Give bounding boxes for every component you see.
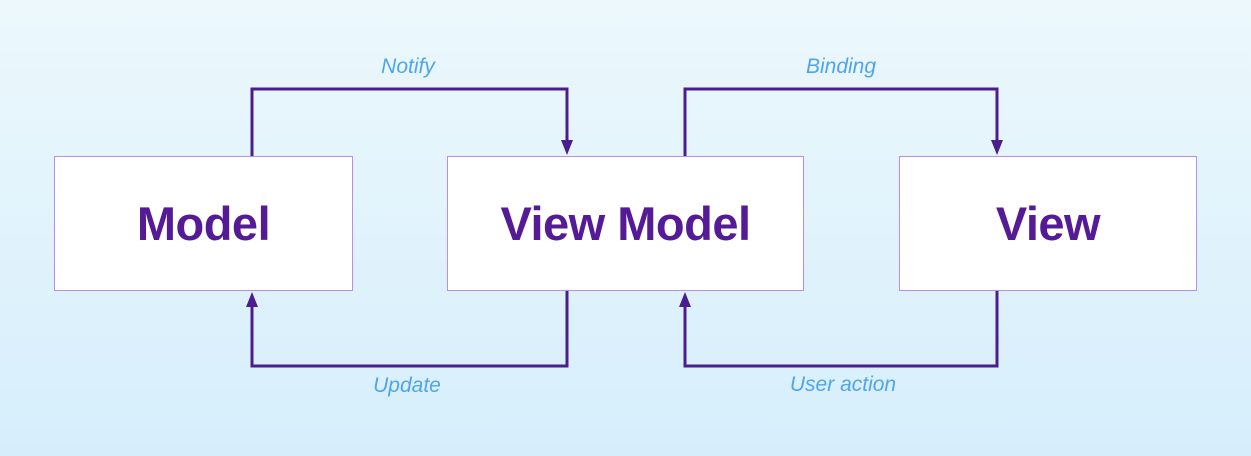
binding-arrowhead: [991, 140, 1003, 155]
view-label: View: [995, 197, 1101, 250]
notify-arrowhead: [561, 140, 573, 155]
user-action-label: User action: [789, 373, 897, 396]
binding-label: Binding: [805, 55, 877, 78]
model-box: Model: [54, 156, 353, 291]
update-label: Update: [373, 374, 441, 397]
update-arrowhead: [246, 292, 258, 307]
notify-connector: [250, 87, 569, 156]
view-box: View: [899, 156, 1197, 291]
notify-label: Notify: [381, 55, 435, 78]
update-connector: [250, 291, 569, 368]
binding-connector: [683, 87, 999, 156]
view-model-box: View Model: [447, 156, 804, 291]
view-model-label: View Model: [500, 197, 751, 250]
model-label: Model: [136, 197, 271, 250]
user-action-arrowhead: [679, 292, 691, 307]
user-action-connector: [683, 291, 999, 368]
